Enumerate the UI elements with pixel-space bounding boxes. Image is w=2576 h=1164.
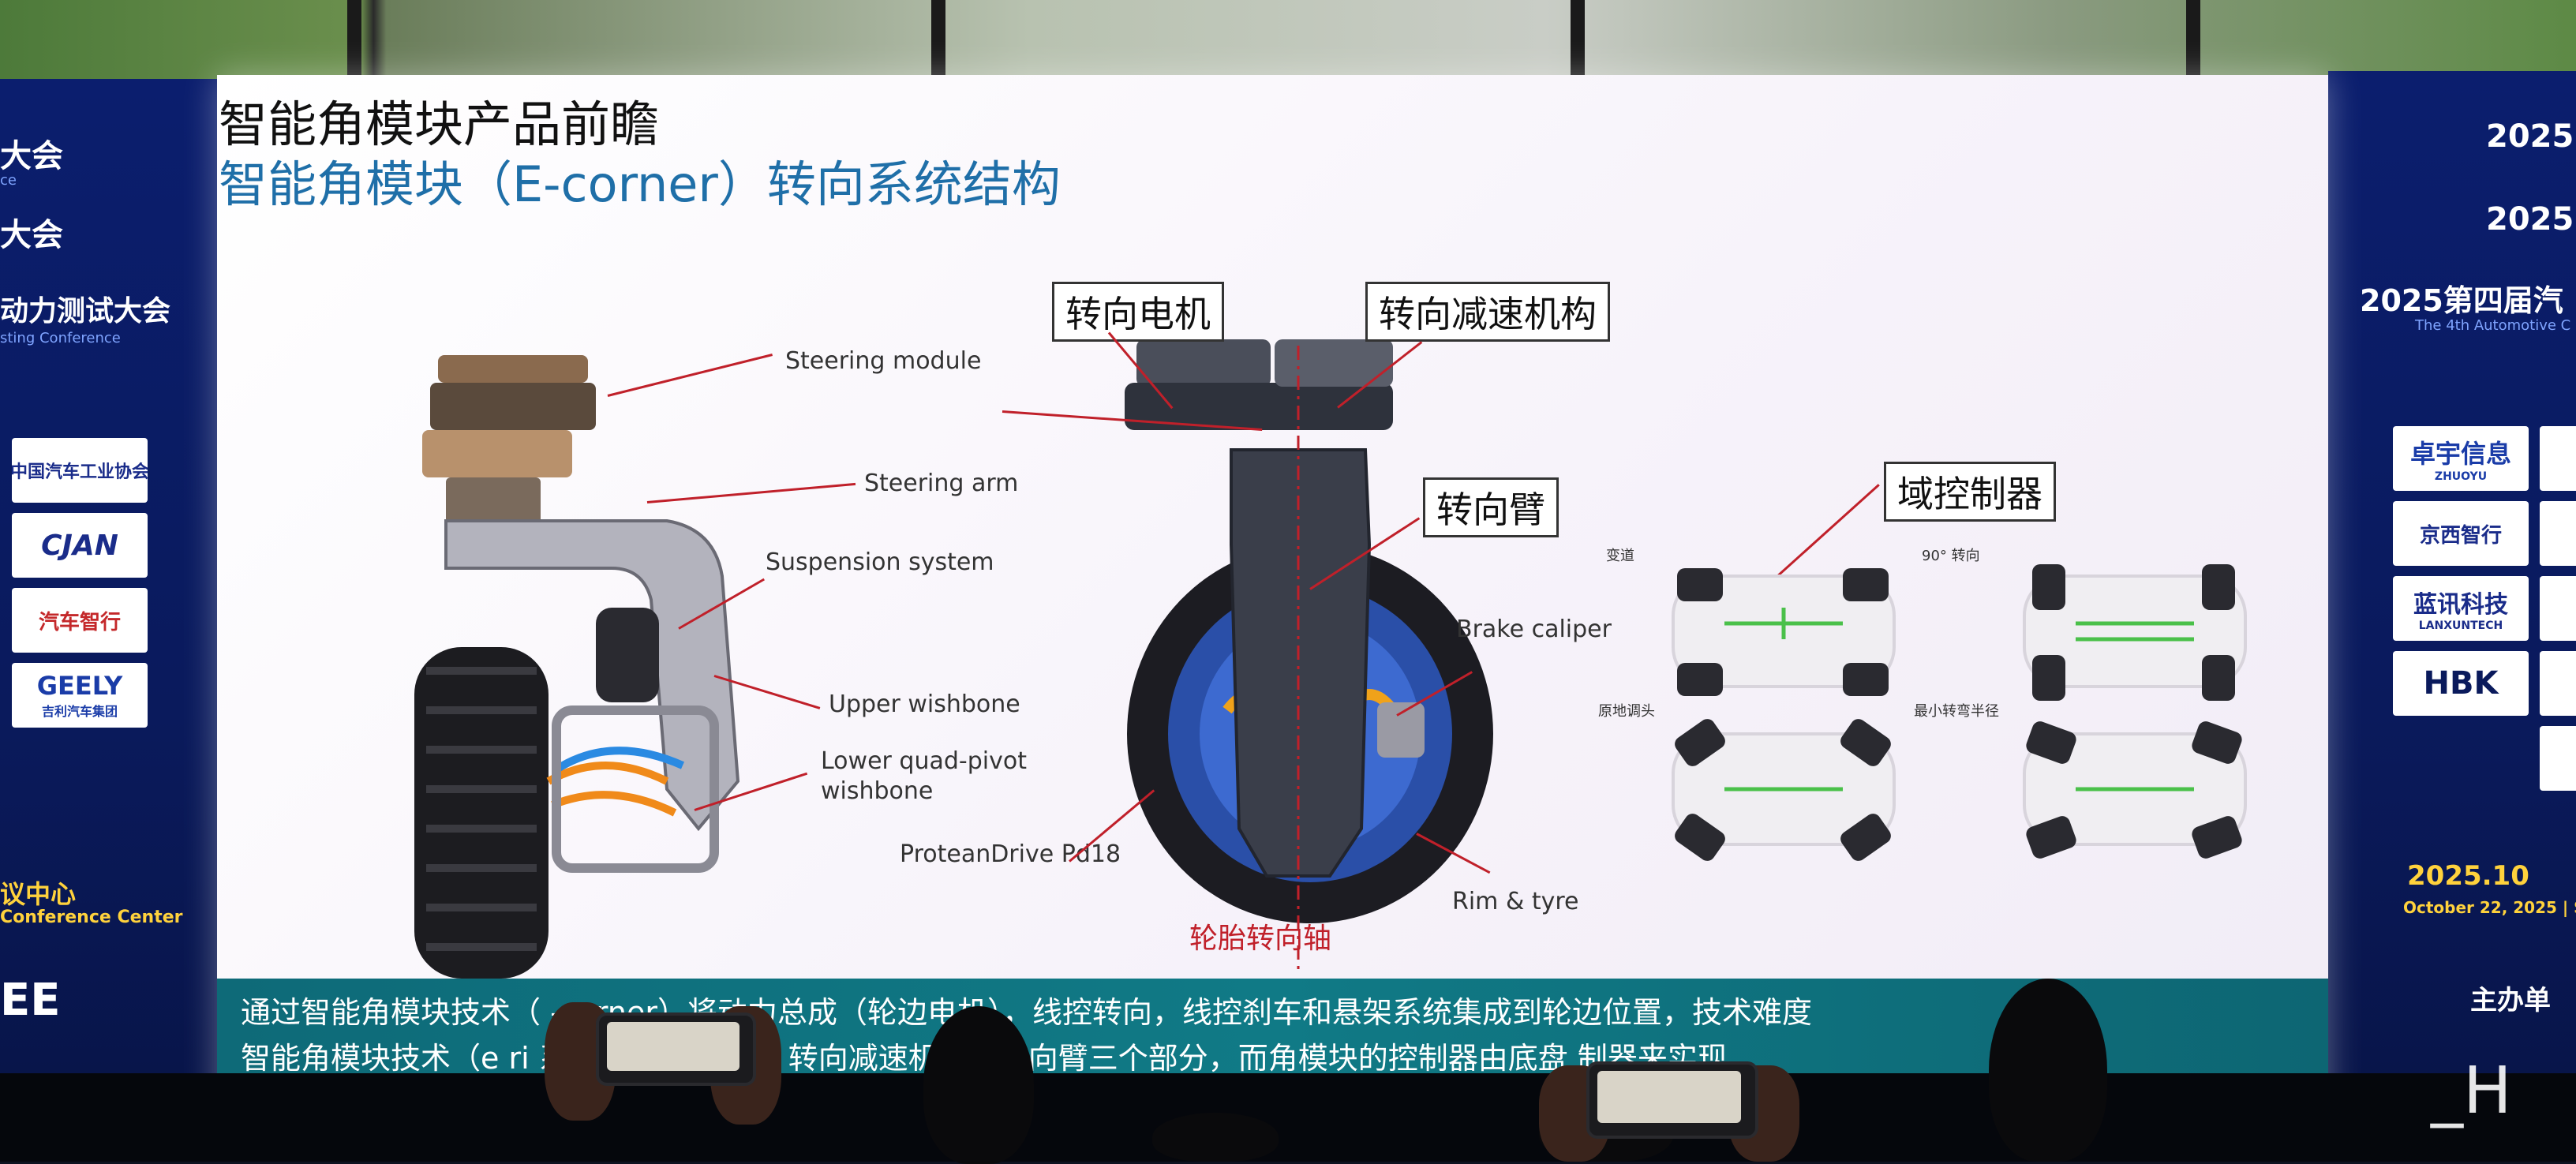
presentation-slide: 智能角模块产品前瞻 智能角模块（E-corner）转向系统结构 Steering…: [217, 75, 2328, 1109]
mode-label: 原地调头: [1598, 703, 1655, 720]
mode-label: 最小转弯半径: [1914, 703, 1999, 720]
logo-card: 卓宇信息 ZHUOYU: [2393, 426, 2529, 491]
steering-module-gear: [422, 430, 572, 477]
window-mullion: [347, 0, 361, 87]
logo-card: 蓝讯科技 LANXUNTECH: [2393, 576, 2529, 641]
steering-reducer-shape: [1125, 383, 1393, 430]
logo-card: 中国汽车工业协会: [12, 438, 148, 503]
tyre-shape: [414, 647, 549, 979]
label-steering-arm-cn: 转向臂: [1423, 477, 1559, 537]
right-panel-date-en: October 22, 2025 | Se: [2403, 898, 2576, 917]
label-brake-caliper: Brake caliper: [1456, 616, 1612, 643]
left-panel-small: sting Conference: [0, 330, 121, 346]
label-steering-module: Steering module: [785, 347, 982, 375]
logo-subtext: 吉利汽车集团: [41, 704, 118, 719]
mode-label: 变道: [1606, 548, 1634, 564]
coolant-line: [554, 747, 685, 773]
reducer-housing: [1275, 339, 1393, 387]
right-panel-year: 2025: [2486, 118, 2574, 155]
mode-label: 90° 转向: [1922, 548, 1980, 564]
logo-subtext: LANXUNTECH: [2418, 619, 2503, 632]
logo-text: HBK: [2423, 665, 2499, 702]
audience-head: [1989, 979, 2107, 1162]
phone-screen: [607, 1022, 739, 1071]
right-panel-event-en: The 4th Automotive C: [2415, 317, 2571, 334]
slide-subtitle: 智能角模块（E-corner）转向系统结构: [219, 155, 1061, 213]
audience-area: [0, 1073, 2576, 1162]
logo-card: 汽车智行: [12, 588, 148, 653]
logo-card-partial: [2540, 501, 2576, 566]
label-upper-wishbone: Upper wishbone: [829, 691, 1020, 718]
brake-caliper-shape: [1377, 702, 1425, 758]
left-panel-small: ce: [0, 172, 17, 189]
logo-text: 中国汽车工业协会: [12, 462, 148, 482]
logo-card-partial: [2540, 726, 2576, 791]
logo-card: 京西智行: [2393, 501, 2529, 566]
corner-module-illustration: [414, 355, 740, 979]
right-led-panel: 2025 2025 2025第四届汽 The 4th Automotive C …: [2328, 71, 2576, 1136]
left-panel-line: 大会: [0, 138, 63, 174]
right-panel-year: 2025: [2486, 201, 2574, 238]
phone-screen: [1597, 1071, 1741, 1123]
logo-card-partial: [2540, 651, 2576, 716]
label-tyre-steering-axis: 轮胎转向轴: [1189, 923, 1332, 955]
logo-card-partial: [2540, 426, 2576, 491]
label-lower-quad-pivot: Lower quad-pivot: [821, 747, 1027, 775]
steering-motor-shape: [1136, 339, 1271, 387]
left-panel-line: 动力测试大会: [0, 295, 171, 327]
left-panel-line: 大会: [0, 217, 63, 253]
vehicle-mode-90-degree: [2023, 564, 2247, 701]
steering-module-cap: [438, 355, 588, 383]
steering-module-base: [446, 477, 541, 525]
right-panel-event: 2025第四届汽: [2360, 283, 2563, 318]
wheel-steering-illustration: [1125, 339, 1493, 971]
label-domain-controller: 域控制器: [1884, 462, 2056, 522]
vehicle-mode-min-turn-radius: [2023, 721, 2247, 859]
slide-title: 智能角模块产品前瞻: [219, 95, 660, 153]
venue-label: 议中心: [0, 879, 77, 909]
vehicle-mode-lane-change: [1672, 568, 1896, 696]
window-mullion: [1571, 0, 1585, 87]
vehicle-mode-pivot-turn: [1672, 719, 1896, 861]
logo-text: 卓宇信息: [2409, 439, 2511, 469]
label-steering-motor: 转向电机: [1052, 282, 1224, 342]
logo-text: GEELY: [36, 671, 123, 701]
right-panel-host: 主办单: [2470, 985, 2551, 1016]
wishbone-frame: [552, 706, 719, 873]
label-steering-reducer: 转向减速机构: [1365, 282, 1610, 342]
venue-en-label: Conference Center: [0, 908, 183, 927]
background-windows: [0, 0, 2576, 87]
banner-line: 通过智能角模块技术（ -corner）将动力总成（轮边电机），线控转向，线控刹车…: [241, 995, 1812, 1030]
logo-card-partial: [2540, 576, 2576, 641]
watermark: _H: [2431, 1054, 2512, 1128]
steering-module-body: [430, 383, 596, 430]
window-mullion: [931, 0, 945, 87]
label-protean-drive: ProteanDrive Pd18: [900, 840, 1121, 868]
vehicle-mode-diagrams: [1672, 564, 2247, 861]
right-panel-date: 2025.10: [2407, 860, 2529, 892]
logo-card: GEELY 吉利汽车集团: [12, 663, 148, 728]
logo-text: CJAN: [41, 529, 118, 562]
label-lower-quad-pivot-2: wishbone: [821, 777, 934, 805]
logo-subtext: ZHUOYU: [2434, 470, 2488, 483]
window-mullion: [2186, 0, 2200, 87]
left-led-panel: 大会 ce 大会 动力测试大会 sting Conference 中国汽车工业协…: [0, 79, 217, 1136]
suspension-damper: [596, 608, 659, 702]
logo-text: 蓝讯科技: [2413, 591, 2508, 619]
logo-text: 京西智行: [2419, 523, 2502, 548]
tyre-tread: [426, 667, 537, 951]
logo-text: 汽车智行: [38, 610, 121, 634]
label-rim-tyre: Rim & tyre: [1452, 888, 1579, 915]
label-suspension-system: Suspension system: [766, 548, 994, 576]
audience-phone: [596, 1012, 756, 1086]
steering-arm-column: [1230, 448, 1372, 878]
power-cable: [546, 762, 677, 817]
audience-phone: [1586, 1061, 1758, 1139]
audience-head: [1152, 1113, 1279, 1162]
left-panel-bottom: EE: [0, 975, 61, 1026]
audience-head: [923, 1006, 1034, 1164]
logo-card: CJAN: [12, 513, 148, 578]
logo-card: HBK: [2393, 651, 2529, 716]
label-steering-arm: Steering arm: [864, 470, 1019, 497]
